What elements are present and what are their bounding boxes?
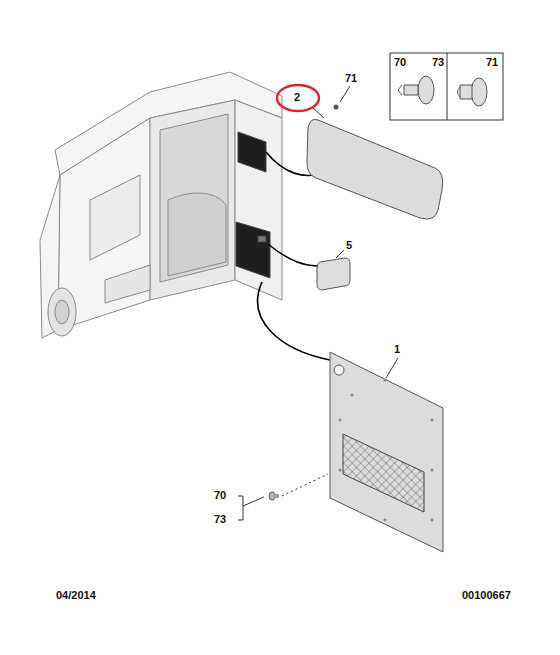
van-wheel xyxy=(48,288,76,336)
callout-number: 70 xyxy=(214,490,226,501)
callout-number: 70 xyxy=(394,57,406,68)
date-code: 04/2014 xyxy=(56,590,96,601)
callout-number: 73 xyxy=(432,57,444,68)
cover-plate xyxy=(317,258,350,290)
highlight-circle xyxy=(277,85,319,111)
fastener-inset xyxy=(390,53,503,120)
diagram-code: 00100667 xyxy=(462,590,511,601)
clip-70 xyxy=(269,492,279,500)
callout-number: 71 xyxy=(486,57,498,68)
clip-71 xyxy=(334,105,339,110)
callout-number: 5 xyxy=(346,240,352,251)
rear-door-trim xyxy=(236,132,270,278)
door-trim-panel xyxy=(330,352,443,552)
callout-number: 1 xyxy=(394,344,400,355)
callout-number: 2 xyxy=(294,92,300,103)
window-panel xyxy=(307,119,443,219)
callout-number: 73 xyxy=(214,514,226,525)
callout-leaders xyxy=(238,86,398,520)
van-body xyxy=(40,72,282,338)
part-leaders xyxy=(258,152,330,360)
callout-number: 71 xyxy=(345,73,357,84)
